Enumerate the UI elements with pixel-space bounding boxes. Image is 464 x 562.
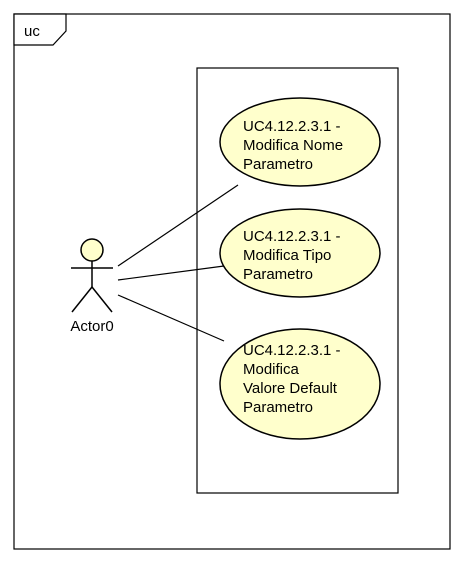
use-case-2-line-1: UC4.12.2.3.1 - bbox=[243, 228, 341, 245]
use-case-3-line-3: Valore Default bbox=[243, 380, 338, 397]
use-case-3-ellipse bbox=[219, 328, 381, 440]
actor-name: Actor0 bbox=[70, 318, 113, 335]
use-case-1[interactable]: UC4.12.2.3.1 - Modifica Nome Parametro bbox=[219, 97, 381, 187]
actor-head bbox=[80, 238, 104, 262]
use-case-1-line-2: Modifica Nome bbox=[243, 137, 343, 154]
use-case-1-line-3: Parametro bbox=[243, 156, 313, 173]
use-case-3-line-4: Parametro bbox=[243, 399, 313, 416]
use-case-2[interactable]: UC4.12.2.3.1 - Modifica Tipo Parametro bbox=[219, 208, 381, 298]
association-line-3 bbox=[117, 294, 225, 342]
association-line-2 bbox=[117, 265, 225, 281]
frame-tab bbox=[13, 13, 67, 46]
actor-figure[interactable] bbox=[71, 238, 113, 313]
actor-left-leg bbox=[71, 286, 93, 313]
use-case-2-ellipse bbox=[219, 208, 381, 298]
use-case-1-ellipse bbox=[219, 97, 381, 187]
association-line-1 bbox=[117, 184, 239, 267]
frame-label: uc bbox=[24, 23, 40, 40]
use-case-1-line-1: UC4.12.2.3.1 - bbox=[243, 118, 341, 135]
actor-right-leg bbox=[91, 286, 113, 313]
use-case-3[interactable]: UC4.12.2.3.1 - Modifica Valore Default P… bbox=[219, 328, 381, 440]
use-case-2-line-3: Parametro bbox=[243, 266, 313, 283]
use-case-3-line-1: UC4.12.2.3.1 - bbox=[243, 342, 341, 359]
use-case-2-line-2: Modifica Tipo bbox=[243, 247, 331, 264]
use-case-3-line-2: Modifica bbox=[243, 361, 300, 378]
